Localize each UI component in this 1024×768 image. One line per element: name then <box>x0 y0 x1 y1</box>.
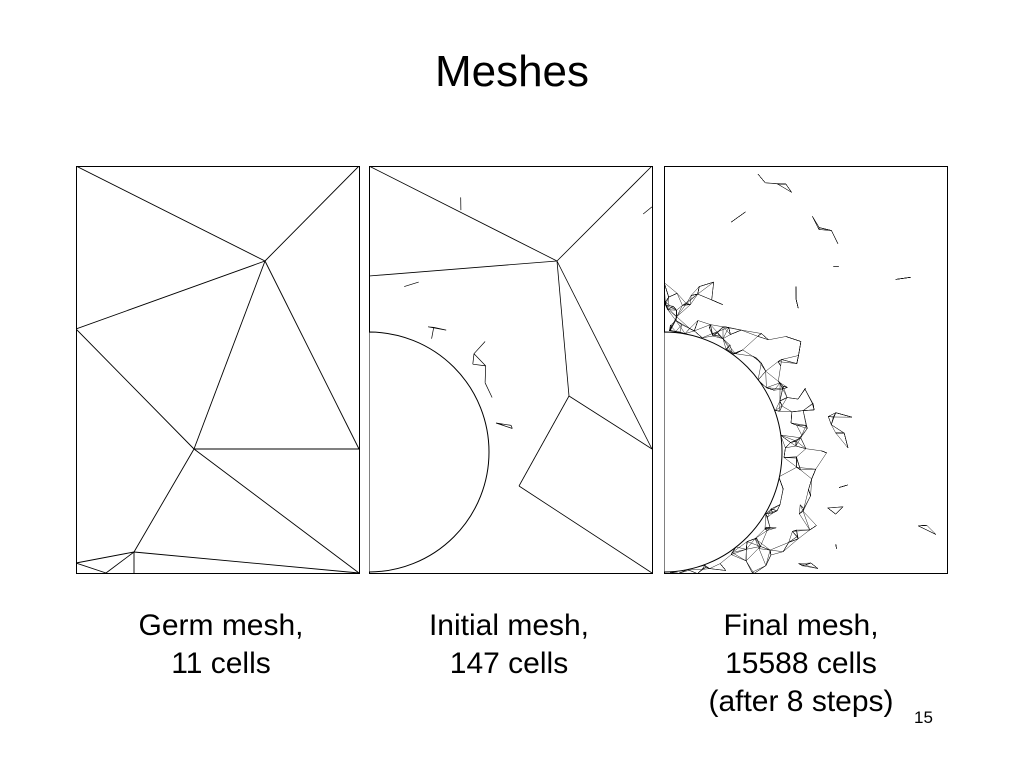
final-mesh-diagram <box>664 166 948 574</box>
initial-caption-line-2: 147 cells <box>449 647 569 680</box>
final-mesh-obstacle <box>664 331 783 573</box>
germ-mesh-border <box>76 166 360 574</box>
final-caption-line-3: (after 8 steps) <box>708 685 894 718</box>
initial-caption-line-1: Initial mesh, <box>428 609 590 642</box>
final-caption-line-1: Final mesh, <box>723 609 879 642</box>
germ-mesh-panel <box>76 166 360 574</box>
mesh-edge <box>518 395 570 487</box>
germ-mesh-edges <box>76 166 360 574</box>
final-caption-line-2: 15588 cells <box>725 647 877 680</box>
slide-number: 15 <box>914 708 933 727</box>
slide-title: Meshes <box>434 47 590 96</box>
initial-mesh-obstacle <box>369 331 490 573</box>
mesh-edge <box>556 260 653 450</box>
mesh-edge <box>518 485 653 574</box>
mesh-edge <box>369 166 558 262</box>
germ-caption-line-2: 11 cells <box>171 647 271 680</box>
initial-mesh-diagram <box>369 166 653 574</box>
initial-mesh-panel <box>369 166 653 574</box>
mesh-edge <box>568 395 653 450</box>
germ-caption-line-1: Germ mesh, <box>138 609 304 642</box>
initial-mesh-caption: Initial mesh, 147 cells <box>364 607 654 683</box>
final-mesh-caption: Final mesh, 15588 cells (after 8 steps) <box>656 607 946 721</box>
germ-mesh-caption: Germ mesh, 11 cells <box>76 607 366 683</box>
final-mesh-edges <box>664 174 937 574</box>
germ-mesh-diagram <box>76 166 360 574</box>
mesh-edge <box>369 260 558 277</box>
final-mesh-panel <box>664 166 948 574</box>
mesh-edge <box>556 260 570 397</box>
mesh-edge-path <box>664 174 937 574</box>
mesh-edge <box>556 166 653 262</box>
